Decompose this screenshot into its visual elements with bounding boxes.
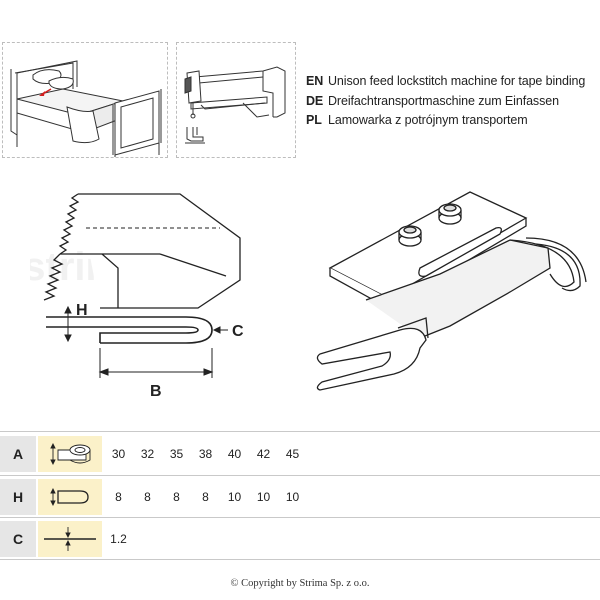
- table-cell: 40: [227, 447, 242, 461]
- tape-roll-icon: [38, 436, 102, 472]
- table-row-separator: [0, 431, 600, 432]
- table-cell: 8: [173, 490, 180, 504]
- table-cell: 35: [169, 447, 184, 461]
- bed-illustration-panel: [2, 42, 168, 158]
- table-cell: 38: [198, 447, 213, 461]
- table-cell: 42: [256, 447, 271, 461]
- copyright-text: © Copyright by Strima Sp. z o.o.: [230, 578, 370, 589]
- material-thickness-icon: [38, 521, 102, 557]
- binding-cross-section-diagram: strima.com H C B: [30, 193, 244, 400]
- table-row-separator: [0, 559, 600, 560]
- binder-attachment-illustration: [316, 191, 587, 391]
- lang-code-en: EN: [306, 74, 324, 88]
- description-text-pl: Lamowarka z potrójnym transportem: [328, 113, 528, 127]
- table-cell: 30: [111, 447, 126, 461]
- table-cell: 8: [202, 490, 209, 504]
- description-en: EN Unison feed lockstitch machine for tap…: [306, 74, 585, 88]
- table-cell: 8: [144, 490, 151, 504]
- table-row-values-c: 1.2: [104, 521, 133, 557]
- sewing-machine-illustration: [184, 66, 286, 144]
- dimension-label-h: H: [76, 302, 88, 319]
- table-cell: 1.2: [110, 532, 127, 546]
- bed-illustration: [10, 60, 162, 157]
- table-cell: 10: [285, 490, 300, 504]
- table-cell: 10: [227, 490, 242, 504]
- table-cell: 45: [285, 447, 300, 461]
- machine-illustration-panel: [176, 42, 296, 158]
- description-pl: PL Lamowarka z potrójnym transportem: [306, 113, 528, 127]
- table-row-label-h: H: [0, 479, 36, 515]
- folded-edge-icon: [38, 479, 102, 515]
- dimension-label-b: B: [150, 383, 162, 400]
- description-text-de: Dreifachtransportmaschine zum Einfassen: [328, 94, 559, 108]
- table-row-separator: [0, 475, 600, 476]
- table-row-values-a: 30 32 35 38 40 42 45: [104, 436, 307, 472]
- table-cell: 10: [256, 490, 271, 504]
- description-de: DE Dreifachtransportmaschine zum Einfasse…: [306, 94, 559, 108]
- lang-code-pl: PL: [306, 113, 322, 127]
- table-row-label-a: A: [0, 436, 36, 472]
- table-cell: 32: [140, 447, 155, 461]
- table-row-separator: [0, 517, 600, 518]
- table-row-values-h: 8 8 8 8 10 10 10: [104, 479, 307, 515]
- lang-code-de: DE: [306, 94, 324, 108]
- table-cell: 8: [115, 490, 122, 504]
- dimension-label-c: C: [232, 323, 244, 340]
- table-row-label-c: C: [0, 521, 36, 557]
- description-text-en: Unison feed lockstitch machine for tape …: [328, 74, 586, 88]
